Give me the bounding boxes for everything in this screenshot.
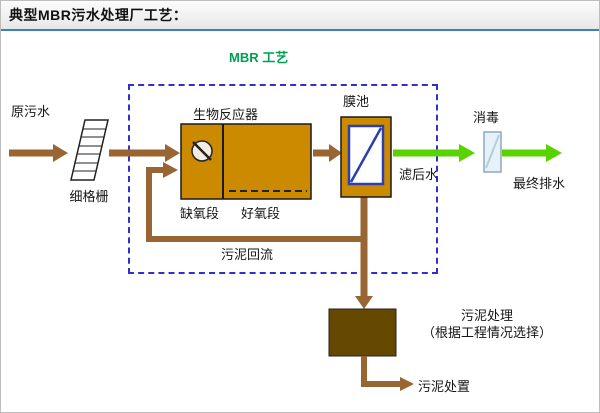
sludge-return-line	[146, 167, 364, 242]
fine-screen-hatch	[73, 128, 106, 172]
fine-screen-shape	[70, 119, 109, 181]
sludge-treatment-label: 污泥处理 （根据工程情况选择）	[401, 307, 573, 341]
bioreactor-label: 生物反应器	[193, 107, 259, 122]
aerobic-section-label: 好氧段	[241, 206, 281, 221]
diagram-canvas: MBR 工艺 原污水 细格栅 生物反应器 缺氧段 好氧段 膜池 滤后水 消毒 最…	[1, 31, 599, 410]
disinfection-label: 消毒	[473, 110, 500, 125]
membrane-tank-label: 膜池	[343, 94, 370, 109]
sludge-arrowhead	[355, 296, 373, 309]
mixer-blade-icon	[192, 141, 212, 161]
page-title: 典型MBR污水处理厂工艺：	[9, 7, 188, 23]
membrane-module-diagonal	[349, 127, 383, 183]
raw-water-label: 原污水	[11, 104, 51, 119]
fine-screen-label: 细格栅	[69, 189, 109, 204]
page-header: 典型MBR污水处理厂工艺：	[1, 1, 599, 31]
inlet-arrowhead	[165, 144, 180, 162]
sludge-treatment-title: 污泥处理	[460, 308, 513, 323]
sludge-return-label: 污泥回流	[221, 247, 274, 262]
sludge-disposal-label: 污泥处置	[418, 379, 471, 394]
sludge-treatment-box	[328, 308, 397, 357]
flow-diagram	[9, 116, 562, 391]
anoxic-section-label: 缺氧段	[180, 206, 220, 221]
mbr-boundary-box	[128, 84, 438, 274]
mbr-process-label: MBR 工艺	[229, 50, 289, 65]
sludge-treatment-note: （根据工程情况选择）	[421, 325, 552, 340]
final-discharge-arrowhead	[546, 144, 562, 162]
sludge-disposal-line	[361, 356, 400, 387]
final-discharge-label: 最终排水	[513, 176, 566, 191]
disinfection-unit-shading	[485, 134, 500, 169]
raw-flow-arrowhead	[53, 144, 68, 162]
filtered-water-label: 滤后水	[399, 167, 439, 182]
filtered-water-arrowhead	[459, 144, 475, 162]
sludge-disposal-arrowhead	[400, 377, 414, 391]
sludge-return-arrowhead	[163, 162, 178, 178]
bioreactor-to-membrane-arrowhead	[329, 144, 342, 162]
